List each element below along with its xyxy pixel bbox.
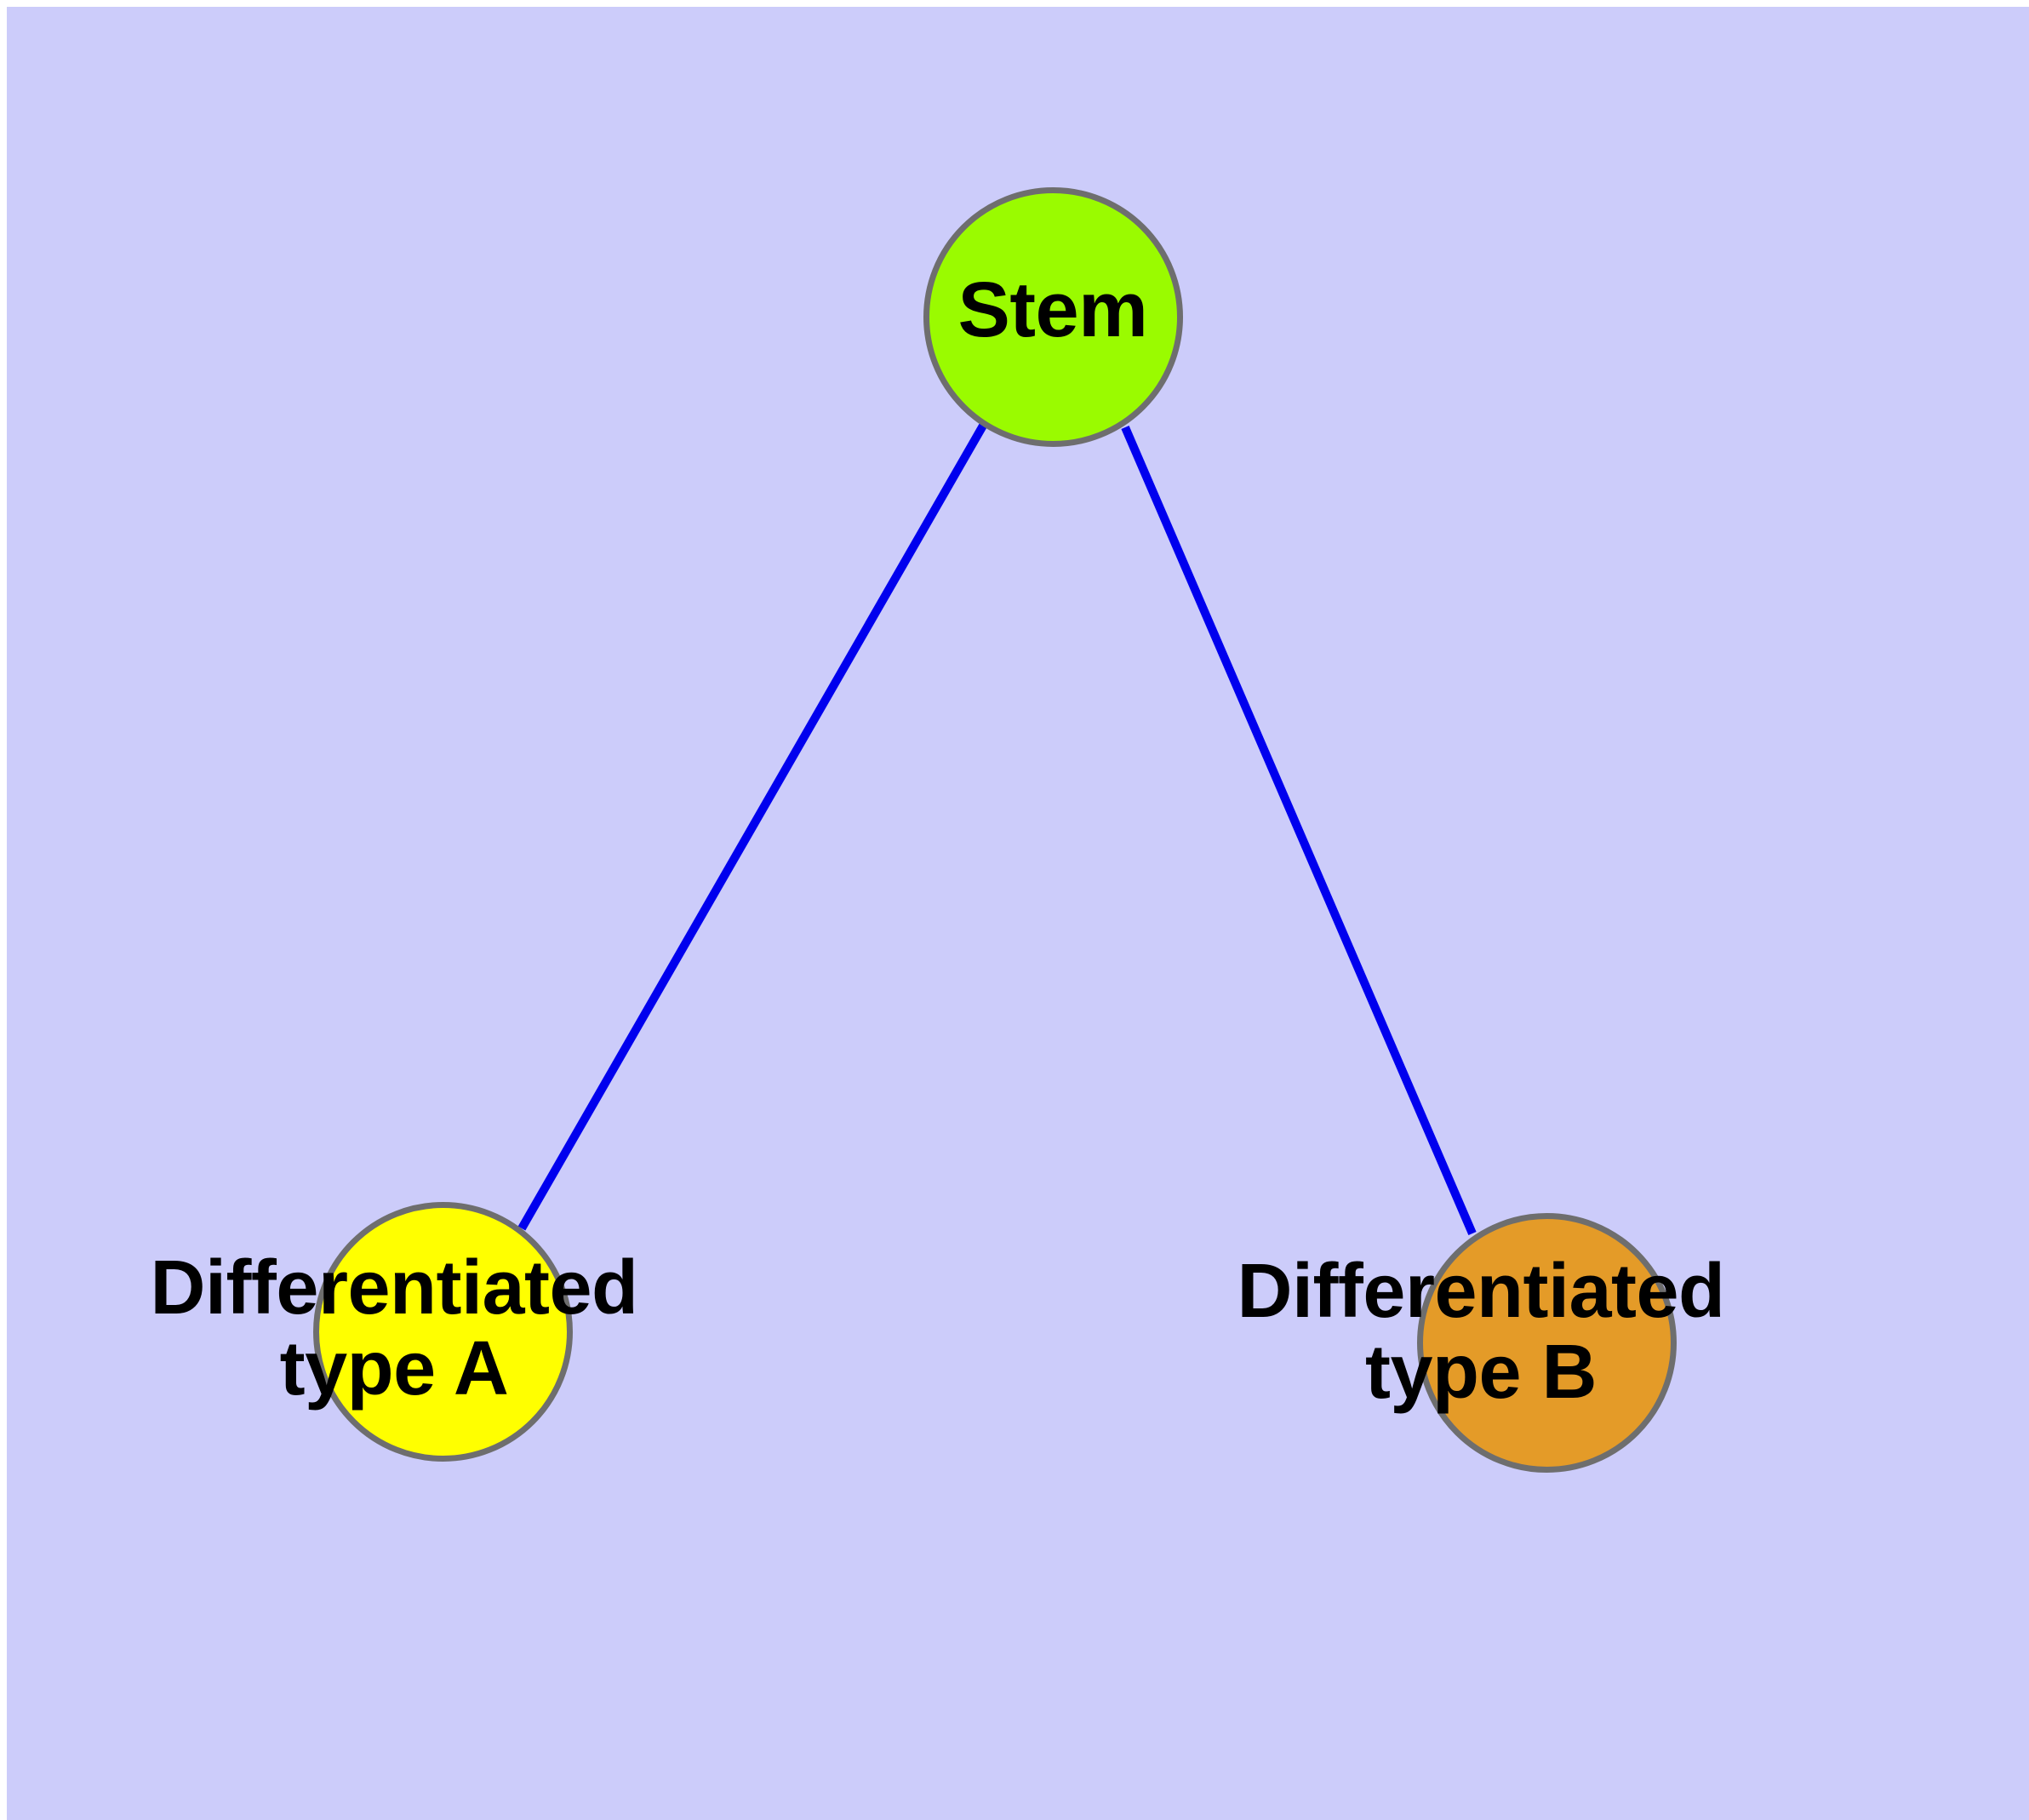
node-label-stem: Stem bbox=[957, 266, 1148, 353]
node-label-differentiated-type-a: Differentiated type A bbox=[150, 1245, 638, 1412]
node-differentiated-type-b[interactable] bbox=[1417, 1213, 1677, 1473]
node-differentiated-type-a[interactable] bbox=[313, 1202, 573, 1462]
node-stem[interactable] bbox=[923, 187, 1183, 447]
edge-stem-to-differentiated-type-a bbox=[517, 423, 987, 1231]
edge-stem-to-differentiated-type-b bbox=[1121, 426, 1477, 1235]
node-label-differentiated-type-b: Differentiated type B bbox=[1237, 1249, 1725, 1416]
